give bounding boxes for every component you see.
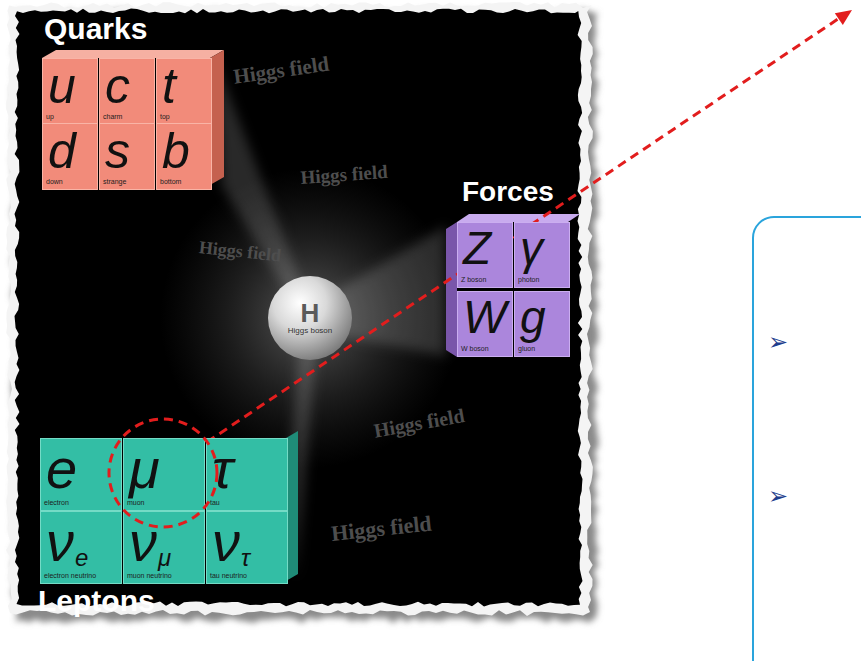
group-heading: Forces [462, 177, 554, 208]
symbol-subscript: μ [158, 546, 171, 570]
symbol-line: g [515, 292, 569, 340]
cube-top-face [457, 214, 580, 222]
particle-symbol: μ [129, 441, 160, 497]
quark-tile: s strange [99, 123, 155, 190]
cube-side-face [446, 222, 457, 357]
symbol-line: u [43, 59, 97, 111]
black-panel [15, 9, 583, 607]
particle-name: down [43, 178, 97, 189]
particle-symbol: ν [46, 514, 74, 570]
force-tile: g gluon [514, 291, 570, 357]
particle-name: photon [515, 276, 569, 287]
field-watermark: Higgs field [372, 404, 466, 442]
cube-side-face [210, 50, 224, 185]
higgs-name: Higgs boson [288, 327, 332, 336]
lepton-tile: μ muon [123, 438, 205, 511]
particle-symbol: u [48, 61, 76, 111]
higgs-symbol: H [301, 300, 320, 326]
particle-symbol: W [463, 294, 506, 340]
force-tile: Z Z boson [457, 222, 513, 288]
lepton-tile: ντ tau neutrino [206, 511, 288, 584]
lepton-tile: τ tau [206, 438, 288, 511]
note-panel: ➢➢ [752, 216, 861, 661]
symbol-line: W [458, 292, 512, 340]
group-heading: Quarks [44, 12, 147, 45]
symbol-subscript: e [75, 546, 88, 570]
bullet-arrow: ➢ [768, 484, 788, 508]
pointer-arrow [207, 19, 838, 442]
arrow-head [835, 10, 852, 25]
cube-top-face [42, 50, 224, 58]
symbol-line: ντ [207, 512, 287, 570]
particle-name: electron neutrino [41, 572, 121, 583]
bullet-arrow: ➢ [768, 330, 788, 354]
particle-name: electron [41, 499, 121, 510]
symbol-line: s [100, 124, 154, 176]
particle-symbol: s [105, 126, 130, 176]
group-heading: Leptons [38, 584, 155, 617]
symbol-line: Z [458, 223, 512, 271]
symbol-line: d [43, 124, 97, 176]
lepton-tile: νe electron neutrino [40, 511, 122, 584]
particle-name: Z boson [458, 276, 512, 287]
symbol-line: t [157, 59, 211, 111]
particle-name: gluon [515, 345, 569, 356]
particle-symbol: e [46, 441, 77, 497]
particle-name: bottom [157, 178, 211, 189]
quark-tile: uup [42, 58, 98, 125]
particle-symbol: γ [520, 225, 543, 271]
symbol-line: νe [41, 512, 121, 570]
field-watermark: Higgs field [232, 53, 331, 89]
symbol-line: e [41, 439, 121, 497]
particle-symbol: Z [463, 225, 491, 271]
particle-symbol: d [48, 126, 76, 176]
lepton-tile: e electron [40, 438, 122, 511]
symbol-subscript: τ [241, 546, 250, 570]
paper-shadow [11, 9, 599, 623]
symbol-line: νμ [124, 512, 204, 570]
particle-symbol: τ [212, 441, 233, 497]
force-tile: W W boson [457, 291, 513, 357]
particle-name: muon neutrino [124, 572, 204, 583]
symbol-line: b [157, 124, 211, 176]
particle-name: W boson [458, 345, 512, 356]
force-tile: γ photon [514, 222, 570, 288]
particle-name: tau neutrino [207, 572, 287, 583]
field-watermark: Higgs field [300, 162, 388, 189]
lepton-tile: νμ muon neutrino [123, 511, 205, 584]
symbol-line: μ [124, 439, 204, 497]
particle-symbol: t [162, 61, 176, 111]
particle-name: muon [124, 499, 204, 510]
particle-name: tau [207, 499, 287, 510]
particle-symbol: g [520, 294, 546, 340]
higgs-sphere: HHiggs boson [267, 275, 353, 361]
particle-symbol: c [105, 61, 130, 111]
highlight-circle [109, 419, 217, 527]
particle-symbol: b [162, 126, 190, 176]
quark-tile: ccharm [99, 58, 155, 125]
symbol-line: τ [207, 439, 287, 497]
particle-symbol: ν [129, 514, 157, 570]
particle-symbol: ν [212, 514, 240, 570]
quark-tile: ttop [156, 58, 212, 125]
symbol-line: c [100, 59, 154, 111]
quark-tile: b bottom [156, 123, 212, 190]
torn-paper [6, 2, 593, 616]
particle-name: strange [100, 178, 154, 189]
quark-tile: d down [42, 123, 98, 190]
field-watermark: Higgs field [330, 511, 433, 546]
field-watermark: Higgs field [198, 238, 282, 266]
symbol-line: γ [515, 223, 569, 271]
sphere-shape [268, 276, 352, 360]
